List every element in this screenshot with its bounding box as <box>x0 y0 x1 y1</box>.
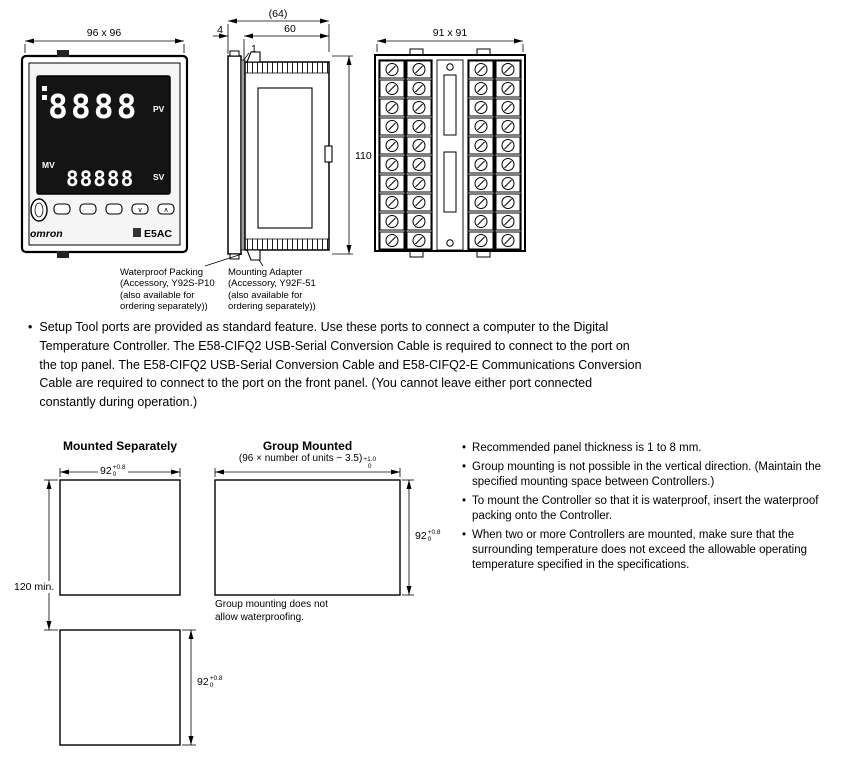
down-key-glyph: ∨ <box>137 207 142 214</box>
bullet: • <box>462 442 467 454</box>
front-port-cover-inner <box>34 202 44 218</box>
sv-label: SV <box>153 172 165 182</box>
note-text: When two or more Controllers are mounted… <box>472 528 808 571</box>
note-text: Recommended panel thickness is 1 to 8 mm… <box>472 442 702 454</box>
notes-list: • Recommended panel thickness is 1 to 8 … <box>462 441 854 573</box>
top-port-tab <box>57 50 69 57</box>
note-text: Group mounting is not possible in the ve… <box>472 460 822 488</box>
dim92-tol-plus: +0.8 <box>209 675 223 682</box>
display-indicator <box>42 86 47 91</box>
separate-cutout-2 <box>59 629 181 746</box>
group-mounted-title: Group Mounted <box>262 439 353 453</box>
setup-note: • Setup Tool ports are provided as stand… <box>28 318 642 412</box>
waterproof-packing-callout: Waterproof Packing (Accessory, Y92S-P10 … <box>120 267 215 313</box>
model-label: E5AC <box>144 228 172 240</box>
formula-tol-minus: 0 <box>367 463 372 471</box>
bullet: • <box>28 320 33 334</box>
dim92-base: 92 <box>197 676 209 689</box>
side-view: (64) 60 4 1 <box>204 8 372 267</box>
front-port-cover <box>30 198 48 222</box>
dim92-base: 92 <box>415 530 427 543</box>
terminal-strip <box>494 59 522 251</box>
front-view: 96 x 96 8888 PV MV 88888 SV <box>20 27 189 258</box>
mounting-adapter-callout: Mounting Adapter (Accessory, Y92F-51 (al… <box>228 267 316 313</box>
brand-logo: omron <box>30 228 63 240</box>
mounting-adapter-hook-top <box>246 51 261 63</box>
note-text: To mount the Controller so that it is wa… <box>472 494 819 522</box>
dim92-tol-minus: 0 <box>427 536 432 544</box>
vertical-spacing-dimension <box>44 479 58 631</box>
rear-screw <box>446 239 454 247</box>
terminal-strip <box>467 59 495 251</box>
vertical-min-dim-label: 120 min. <box>12 581 57 593</box>
front-width-dimension <box>24 38 185 53</box>
side-overall-dimension <box>227 18 330 54</box>
note-item: • Group mounting is not possible in the … <box>462 460 854 490</box>
side-height-dimension <box>332 55 353 255</box>
rear-view: 91 x 91 <box>374 27 526 258</box>
mounting-dimensions-drawing <box>44 468 414 746</box>
note-item: • To mount the Controller so that it is … <box>462 494 854 524</box>
group-cutout <box>214 479 401 596</box>
note-item: • Recommended panel thickness is 1 to 8 … <box>462 441 854 456</box>
side-height-dim-label: 110 <box>355 150 372 162</box>
side-vent-top <box>245 62 329 74</box>
rear-dim-label: 91 x 91 <box>433 27 468 39</box>
terminal-strip <box>378 59 406 251</box>
side-overall-dim-label: (64) <box>269 8 288 20</box>
adapter-callout-leader <box>258 259 264 267</box>
waterproof-callout-leader <box>204 253 243 267</box>
formula-base: (96 × number of units − 3.5) <box>238 453 363 464</box>
group-mount-note: Group mounting does not allow waterproof… <box>215 599 328 623</box>
dim92-tol-plus: +0.8 <box>427 529 441 536</box>
dim92-tol-minus: 0 <box>209 682 214 690</box>
formula-tol-plus: +1.0 <box>363 456 377 463</box>
side-bezel-dim-label: 4 <box>217 24 223 36</box>
up-key-glyph: ∧ <box>163 207 168 214</box>
rear-screw <box>446 63 454 71</box>
setup-note-text: Setup Tool ports are provided as standar… <box>39 320 642 409</box>
note-item: • When two or more Controllers are mount… <box>462 528 854 573</box>
side-vent-bottom <box>245 238 329 250</box>
front-keys <box>53 203 175 215</box>
sv-digits: 88888 <box>66 167 134 191</box>
display-indicator <box>42 95 47 100</box>
bullet: • <box>462 460 467 473</box>
side-label-panel <box>257 87 313 229</box>
mounted-separately-title: Mounted Separately <box>62 439 178 453</box>
side-rear-latch <box>324 145 333 163</box>
side-case-dim-label: 60 <box>284 23 296 35</box>
rear-slot <box>443 151 457 213</box>
mv-label: MV <box>42 160 55 170</box>
dim92-tol-plus: +0.8 <box>112 464 126 471</box>
dim92-tol-minus: 0 <box>112 471 117 479</box>
bullet: • <box>462 528 467 541</box>
dimension-drawing-top: 96 x 96 8888 PV MV 88888 SV <box>20 8 526 267</box>
pv-digits: 8888 <box>48 87 139 126</box>
dim92-base: 92 <box>100 465 112 478</box>
model-mark-icon <box>133 228 141 237</box>
side-packing-dim-label: 1 <box>251 43 257 55</box>
group-width-dimension <box>214 468 401 477</box>
rear-slot <box>443 74 457 136</box>
side-bezel <box>227 55 242 255</box>
pv-label: PV <box>153 104 165 114</box>
bottom-tab <box>57 251 69 258</box>
group-height-dimension <box>402 479 414 596</box>
mounting-adapter-hook-bottom <box>246 249 261 261</box>
side-case-dimension <box>243 33 329 60</box>
side-bezel-tab-top <box>229 50 240 57</box>
rear-width-dimension <box>376 38 524 52</box>
separate-cutout-1 <box>59 479 181 596</box>
front-dim-label: 96 x 96 <box>87 27 122 39</box>
display-window <box>36 75 171 195</box>
separate2-height-dimension <box>182 629 196 746</box>
terminal-strip <box>405 59 433 251</box>
bullet: • <box>462 494 467 507</box>
